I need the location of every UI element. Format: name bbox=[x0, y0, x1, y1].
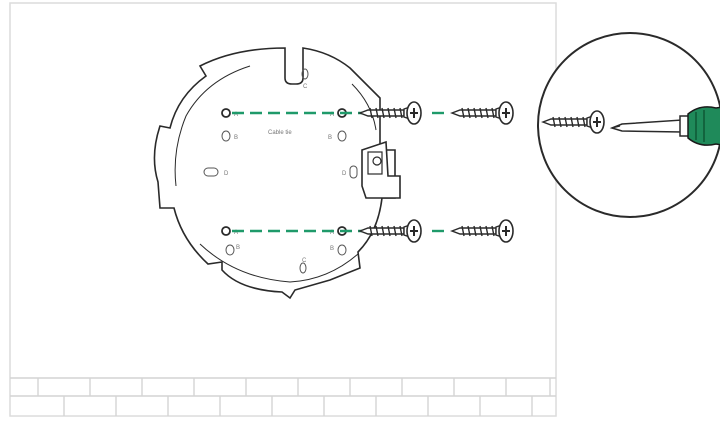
slot-hole-b-top-left bbox=[221, 130, 231, 142]
label-cable-tie: Cable tie bbox=[268, 130, 292, 136]
slot-hole-b-top-right bbox=[337, 130, 347, 142]
slot-hole-d-right bbox=[349, 165, 358, 179]
label-hole-b-top-right: B bbox=[328, 135, 332, 141]
detail-magnifier-icon bbox=[537, 32, 720, 218]
slot-hole-c-bottom bbox=[299, 262, 307, 274]
slot-hole-c-top bbox=[301, 68, 309, 80]
brick-wall-icon bbox=[10, 377, 556, 416]
label-hole-c-top: C bbox=[303, 84, 308, 90]
label-hole-c-bottom: C bbox=[302, 258, 307, 264]
slot-hole-b-bottom-left bbox=[225, 244, 235, 256]
label-hole-d-left: D bbox=[224, 171, 229, 177]
label-hole-b-bottom-right: B bbox=[330, 246, 334, 252]
slot-hole-d-left bbox=[203, 167, 219, 177]
mounting-hole-a-bottom-left bbox=[221, 226, 231, 236]
label-hole-b-top-left: B bbox=[234, 135, 238, 141]
label-hole-a-top-left: A bbox=[234, 112, 238, 118]
cable-tie-bracket bbox=[361, 140, 401, 199]
mounting-hole-a-top-left bbox=[221, 108, 231, 118]
label-hole-b-bottom-left: B bbox=[236, 245, 240, 251]
label-hole-a-bottom-right: A bbox=[330, 230, 334, 236]
label-hole-a-top-right: A bbox=[330, 112, 334, 118]
mounting-plate-icon: A A A A B B B B C C D D Cable tie bbox=[153, 47, 401, 300]
label-hole-d-right: D bbox=[342, 171, 347, 177]
slot-hole-b-bottom-right bbox=[337, 244, 347, 256]
label-hole-a-bottom-left: A bbox=[234, 230, 238, 236]
